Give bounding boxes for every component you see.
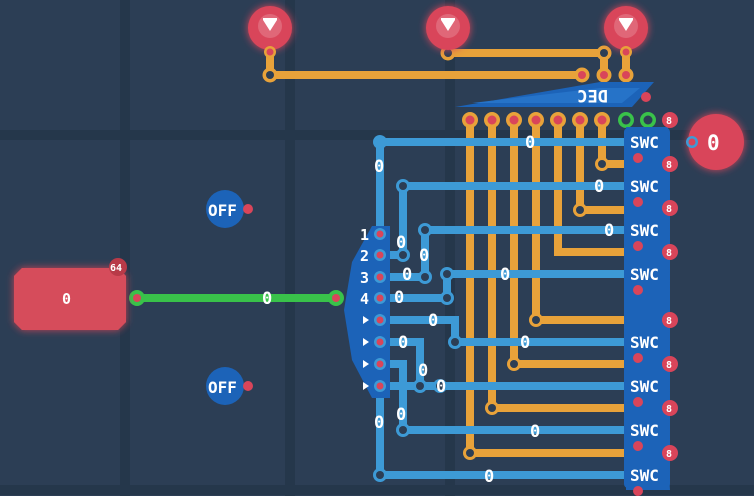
input-block-badge: 64 xyxy=(110,263,122,274)
input-block-value: 0 xyxy=(62,290,71,308)
svg-text:0: 0 xyxy=(500,265,510,285)
splitter-label: 3 xyxy=(360,269,369,287)
switch-badge: 8 xyxy=(666,160,672,171)
svg-text:0: 0 xyxy=(396,405,406,425)
switch-label: SWC xyxy=(630,265,659,284)
switch-badge: 8 xyxy=(666,204,672,215)
splitter-label: 4 xyxy=(360,290,369,308)
switch-label: SWC xyxy=(630,466,659,485)
svg-text:0: 0 xyxy=(374,413,384,433)
output-probe-value: 0 xyxy=(707,131,720,155)
switch-label: SWC xyxy=(630,421,659,440)
toggle-1[interactable]: OFF xyxy=(206,190,253,228)
splitter[interactable]: 1 2 3 4 xyxy=(344,226,390,398)
switch-label: SWC xyxy=(630,177,659,196)
splitter-output-5[interactable] xyxy=(363,314,386,326)
triangle-down-icon xyxy=(619,20,633,31)
splitter-label: 1 xyxy=(360,226,369,244)
pin-1[interactable] xyxy=(248,6,292,58)
splitter-label: 2 xyxy=(360,247,369,265)
svg-text:0: 0 xyxy=(398,333,408,353)
switch-label: SWC xyxy=(630,333,659,352)
svg-text:0: 0 xyxy=(396,233,406,253)
svg-text:0: 0 xyxy=(419,246,429,266)
input-block[interactable]: 0 64 xyxy=(14,258,127,330)
splitter-output-8[interactable] xyxy=(363,380,386,392)
decoder-label: DEC xyxy=(577,85,608,105)
triangle-right-icon xyxy=(363,360,369,368)
switch-badge: 8 xyxy=(666,316,672,327)
switch-badge: 8 xyxy=(666,404,672,415)
splitter-output-3[interactable]: 3 xyxy=(360,269,386,287)
svg-text:0: 0 xyxy=(428,311,438,331)
triangle-down-icon xyxy=(441,20,455,31)
switch-label: SWC xyxy=(630,133,659,152)
switch-label: SWC xyxy=(630,377,659,396)
switch-4[interactable]: SWC 8 xyxy=(626,244,678,295)
svg-text:0: 0 xyxy=(594,177,604,197)
switch-2[interactable]: SWC 8 xyxy=(626,156,678,207)
switch-badge: 8 xyxy=(666,248,672,259)
switch-badge: 8 xyxy=(666,360,672,371)
switch-5[interactable]: SWC 8 xyxy=(626,312,678,363)
svg-text:0: 0 xyxy=(418,361,428,381)
toggle-2[interactable]: OFF xyxy=(206,367,253,405)
triangle-right-icon xyxy=(363,382,369,390)
bus-wire[interactable]: 0 xyxy=(129,289,344,309)
triangle-right-icon xyxy=(363,316,369,324)
switch-badge: 8 xyxy=(666,449,672,460)
switch-3[interactable]: SWC 8 xyxy=(626,200,678,251)
decoder-pins xyxy=(462,112,656,128)
svg-text:0: 0 xyxy=(394,288,404,308)
splitter-output-6[interactable] xyxy=(363,336,386,348)
splitter-output-4[interactable]: 4 xyxy=(360,290,386,308)
toggle-1-label: OFF xyxy=(208,201,237,220)
splitter-output-7[interactable] xyxy=(363,358,386,370)
pin-2[interactable] xyxy=(426,6,470,50)
switch-8[interactable]: SWC 8 xyxy=(626,445,678,496)
svg-text:0: 0 xyxy=(436,377,446,397)
switch-label: SWC xyxy=(630,221,659,240)
toggle-2-label: OFF xyxy=(208,378,237,397)
switch-badge: 8 xyxy=(666,116,672,127)
switch-7[interactable]: SWC 8 xyxy=(626,400,678,451)
svg-text:0: 0 xyxy=(484,467,494,487)
output-probe[interactable]: 0 xyxy=(686,114,744,170)
pin-3[interactable] xyxy=(604,6,648,58)
switch-6[interactable]: SWC 8 xyxy=(626,356,678,407)
svg-text:0: 0 xyxy=(530,422,540,442)
decoder[interactable]: DEC xyxy=(455,82,656,128)
splitter-output-2[interactable]: 2 xyxy=(360,247,386,265)
splitter-output-1[interactable]: 1 xyxy=(360,226,386,244)
svg-text:0: 0 xyxy=(525,133,535,153)
wire-value-labels: 0 0 0 0 0 0 0 0 0 0 0 0 0 0 0 0 0 0 xyxy=(374,133,614,487)
svg-text:0: 0 xyxy=(374,157,384,177)
switch-1[interactable]: SWC 8 xyxy=(626,112,678,163)
svg-text:0: 0 xyxy=(604,221,614,241)
triangle-right-icon xyxy=(363,338,369,346)
svg-text:0: 0 xyxy=(402,265,412,285)
svg-text:0: 0 xyxy=(520,333,530,353)
triangle-down-icon xyxy=(263,20,277,31)
bus-wire-value: 0 xyxy=(262,289,272,309)
